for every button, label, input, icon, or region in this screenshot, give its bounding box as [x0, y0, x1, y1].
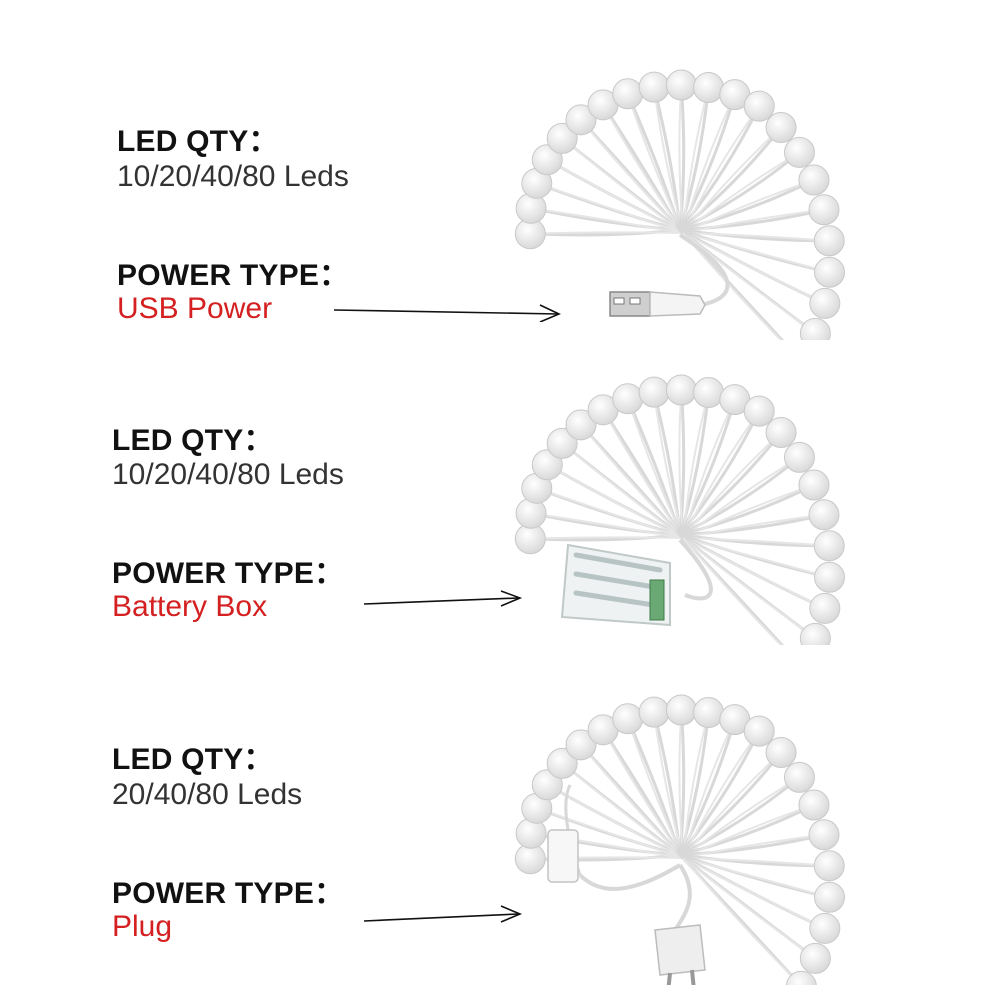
led-bulb — [587, 394, 619, 426]
led-bulb — [783, 441, 815, 473]
led-bulb — [514, 523, 546, 555]
power-type-value: Battery Box — [112, 590, 268, 623]
led-bulb — [799, 317, 831, 340]
led-bulb — [612, 78, 644, 110]
led-bulb — [799, 622, 831, 645]
led-bulbs — [514, 69, 846, 340]
led-bulb — [765, 112, 797, 144]
led-bulb — [813, 530, 845, 562]
led-bulb — [693, 697, 725, 729]
led-bulb — [665, 69, 697, 101]
led-bulb — [565, 409, 597, 441]
led-bulb — [798, 164, 830, 196]
led-bulb — [814, 256, 846, 288]
power-type-label: POWER TYPE： — [117, 259, 350, 292]
wire-bundle — [530, 709, 830, 985]
led-bulb — [743, 715, 775, 747]
led-bulb — [565, 104, 597, 136]
led-qty-value: 20/40/80 Leds — [112, 778, 303, 811]
led-qty-label: LED QTY： — [112, 424, 274, 457]
led-bulb — [612, 703, 644, 735]
led-qty-value: 10/20/40/80 Leds — [112, 458, 344, 491]
led-bulb — [814, 881, 846, 913]
led-bulb — [638, 376, 670, 408]
led-bulb — [783, 761, 815, 793]
led-bulb — [531, 449, 563, 481]
arrow-icon — [363, 590, 523, 607]
led-bulb — [514, 843, 546, 875]
led-bulb — [546, 747, 578, 779]
led-qty-label: LED QTY： — [112, 743, 274, 776]
led-bulb — [798, 789, 830, 821]
led-bulb — [515, 817, 547, 849]
led-bulb — [813, 225, 845, 257]
battery-box-icon — [560, 543, 671, 627]
led-bulb — [515, 497, 547, 529]
power-type-value: Plug — [112, 910, 173, 943]
led-bulb — [719, 704, 751, 736]
power-type-label: POWER TYPE： — [112, 877, 345, 910]
led-string-lights-battery — [514, 374, 846, 645]
led-bulb — [809, 912, 841, 944]
led-bulb — [809, 287, 841, 319]
led-qty-value: 10/20/40/80 Leds — [117, 160, 349, 193]
led-bulb — [693, 377, 725, 409]
led-bulb — [665, 694, 697, 726]
led-bulb — [809, 592, 841, 624]
power-type-value: USB Power — [117, 292, 273, 325]
led-bulb — [546, 427, 578, 459]
led-bulb — [743, 90, 775, 122]
led-bulb — [693, 72, 725, 104]
led-bulb — [719, 384, 751, 416]
led-string-lights-plug — [514, 694, 846, 985]
led-bulb — [808, 499, 840, 531]
led-bulb — [546, 122, 578, 154]
led-bulb — [587, 714, 619, 746]
usb-plug-icon — [609, 291, 706, 317]
eu-plug-icon — [547, 829, 706, 985]
led-bulb — [743, 395, 775, 427]
led-bulb — [765, 417, 797, 449]
arrow-icon — [363, 905, 523, 923]
section-usb: LED QTY： 10/20/40/80 Leds POWER TYPE： US… — [0, 0, 1000, 340]
led-bulb — [799, 942, 831, 974]
power-type-label: POWER TYPE： — [112, 557, 345, 590]
led-bulb — [813, 850, 845, 882]
led-qty-label: LED QTY： — [117, 125, 279, 158]
led-bulb — [638, 696, 670, 728]
led-bulb — [565, 729, 597, 761]
led-bulbs — [514, 374, 846, 645]
led-bulb — [638, 71, 670, 103]
led-bulb — [785, 970, 817, 985]
led-bulb — [814, 561, 846, 593]
led-bulb — [531, 144, 563, 176]
led-bulb — [521, 472, 553, 504]
arrow-icon — [333, 304, 561, 322]
led-bulb — [665, 374, 697, 406]
led-bulb — [808, 194, 840, 226]
led-bulb — [808, 819, 840, 851]
led-bulb — [531, 769, 563, 801]
led-bulbs — [514, 694, 846, 985]
wire-bundle — [530, 389, 830, 645]
led-string-lights-usb — [514, 69, 846, 340]
led-bulb — [765, 737, 797, 769]
led-bulb — [798, 469, 830, 501]
led-bulb — [521, 792, 553, 824]
led-bulb — [783, 136, 815, 168]
led-bulb — [612, 383, 644, 415]
